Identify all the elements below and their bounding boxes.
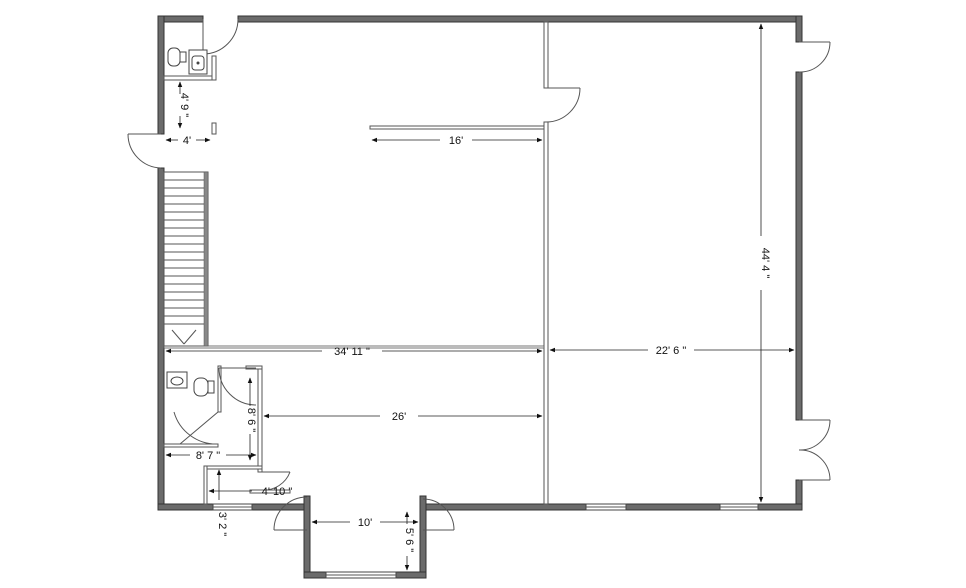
stairs-icon: [163, 171, 209, 347]
dim-label-44ft4in: 44' 4 ": [759, 248, 771, 279]
dim-label-10ft: 10': [358, 517, 372, 529]
toilet-icon: [193, 377, 215, 397]
dim-label-4ft10in: 4' 10 ": [262, 486, 293, 498]
door-swing-icon: [127, 18, 831, 531]
dim-label-3ft2in: 3' 2 ": [216, 512, 228, 536]
dim-label-4ft9in: 4' 9 ": [178, 93, 190, 117]
dim-label-34ft11in: 34' 11 ": [334, 346, 370, 358]
interior-walls: [163, 21, 549, 505]
dim-label-22ft6in: 22' 6 ": [656, 345, 687, 357]
sink-icon: [188, 49, 208, 75]
dim-label-26ft: 26': [392, 411, 406, 423]
dim-label-8ft6in: 8' 6 ": [245, 408, 257, 432]
dim-label-4ft: 4': [183, 135, 191, 147]
exterior-walls: [157, 15, 803, 579]
dim-label-8ft7in: 8' 7 ": [196, 450, 220, 462]
dim-label-16ft: 16': [449, 135, 463, 147]
dimension-lines: [165, 23, 795, 571]
window-icon: [212, 503, 759, 579]
dim-label-5ft6in: 5' 6 ": [403, 528, 415, 552]
toilet-icon: [167, 47, 187, 67]
sink-icon: [166, 371, 188, 389]
